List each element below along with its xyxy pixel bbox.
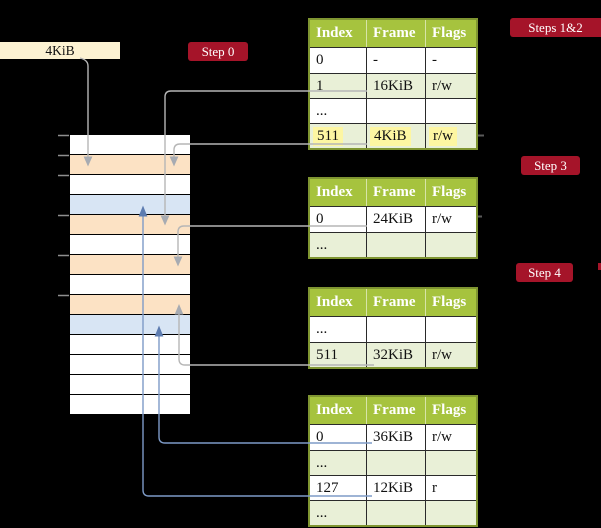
page-table-2: Index Frame Flags 0 24KiB r/w ...	[308, 177, 478, 259]
column-header-index: Index	[310, 179, 367, 206]
column-header-index: Index	[310, 20, 367, 47]
memory-row-white	[70, 395, 190, 415]
table-cell: r/w	[432, 78, 452, 94]
table-cell	[367, 99, 426, 123]
column-header-flags: Flags	[432, 25, 467, 41]
table-cell: 0	[310, 425, 367, 450]
table-cell: 12KiB	[367, 476, 426, 500]
memory-row-white	[70, 375, 190, 395]
table-cell	[426, 233, 476, 257]
table-row: ...	[310, 500, 476, 525]
table-row: ...	[310, 232, 476, 257]
memory-row-white	[70, 235, 190, 255]
table-row-highlighted: 511 4KiB r/w	[310, 123, 476, 148]
column-header-index: Index	[310, 289, 367, 316]
table-row: ...	[310, 98, 476, 123]
page-table-1: Index Frame Flags 0 - - 1 16KiB r/w ... …	[308, 18, 478, 150]
table-cell: r	[432, 480, 437, 496]
table-header-row: Index Frame Flags	[310, 179, 476, 207]
table-cell	[367, 317, 426, 342]
table-cell: 24KiB	[367, 207, 426, 232]
page-table-3: Index Frame Flags ... 511 32KiB r/w	[308, 287, 478, 369]
memory-row-blue	[70, 315, 190, 335]
column-header-frame: Frame	[367, 179, 426, 206]
table-cell	[426, 99, 476, 123]
badge-steps-1-2: Steps 1&2	[510, 18, 601, 37]
table-cell: r/w	[426, 124, 476, 148]
table-cell	[367, 451, 426, 475]
memory-row-orange	[70, 215, 190, 235]
memory-row-white	[70, 135, 190, 155]
memory-row-white	[70, 335, 190, 355]
table-row: 511 32KiB r/w	[310, 342, 476, 367]
highlight: r/w	[429, 127, 457, 146]
table-cell	[426, 451, 476, 475]
table-cell: r/w	[432, 429, 452, 445]
table-cell: r/w	[432, 211, 452, 227]
table-cell: 32KiB	[367, 343, 426, 367]
table-cell	[426, 501, 476, 525]
table-cell: 36KiB	[367, 425, 426, 450]
table-cell: ...	[310, 317, 367, 342]
table-cell: 127	[310, 476, 367, 500]
memory-row-orange	[70, 155, 190, 175]
memory-row-orange	[70, 295, 190, 315]
table-cell	[367, 501, 426, 525]
table-cell: -	[432, 52, 437, 68]
column-header-flags: Flags	[432, 294, 467, 310]
column-header-frame: Frame	[367, 20, 426, 47]
physical-memory-column	[70, 135, 190, 415]
memory-row-white	[70, 275, 190, 295]
table-cell: ...	[310, 99, 367, 123]
table-cell	[426, 317, 476, 342]
badge-step-3: Step 3	[521, 156, 580, 175]
column-header-frame: Frame	[367, 397, 426, 424]
table-row: 1 16KiB r/w	[310, 73, 476, 98]
table-cell: ...	[310, 451, 367, 475]
table-cell	[367, 233, 426, 257]
memory-row-blue	[70, 195, 190, 215]
table-cell: ...	[310, 501, 367, 525]
highlight: 511	[313, 127, 343, 146]
table-cell: 511	[310, 124, 367, 148]
table-cell: r/w	[432, 347, 452, 363]
table-cell: 16KiB	[367, 74, 426, 98]
table-cell: -	[367, 48, 426, 73]
column-header-flags: Flags	[432, 184, 467, 200]
table-cell: 0	[310, 48, 367, 73]
table-row: ...	[310, 450, 476, 475]
table-row: 0 36KiB r/w	[310, 425, 476, 450]
table-cell: 511	[310, 343, 367, 367]
table-header-row: Index Frame Flags	[310, 397, 476, 425]
table-cell: ...	[310, 233, 367, 257]
column-header-frame: Frame	[367, 289, 426, 316]
column-header-flags: Flags	[432, 402, 467, 418]
memory-row-orange	[70, 255, 190, 275]
table-cell: 0	[310, 207, 367, 232]
table-row: 127 12KiB r	[310, 475, 476, 500]
table-row: 0 24KiB r/w	[310, 207, 476, 232]
badge-step-0: Step 0	[188, 42, 248, 61]
highlight: 4KiB	[370, 127, 411, 146]
table-header-row: Index Frame Flags	[310, 289, 476, 317]
memory-row-white	[70, 175, 190, 195]
table-header-row: Index Frame Flags	[310, 20, 476, 48]
table-row: ...	[310, 317, 476, 342]
column-header-index: Index	[310, 397, 367, 424]
page-table-4: Index Frame Flags 0 36KiB r/w ... 127 12…	[308, 395, 478, 527]
memory-row-white	[70, 355, 190, 375]
table-row: 0 - -	[310, 48, 476, 73]
table-cell: 1	[310, 74, 367, 98]
badge-step-4: Step 4	[516, 263, 573, 282]
page-size-label: 4KiB	[0, 42, 120, 59]
table-cell: 4KiB	[367, 124, 426, 148]
